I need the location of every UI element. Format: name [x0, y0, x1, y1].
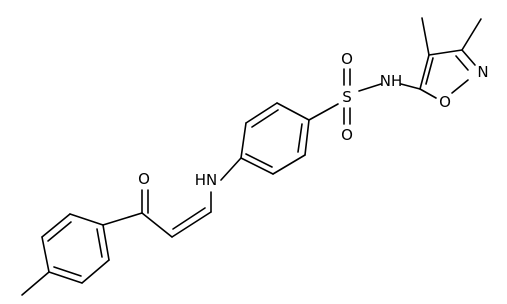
aromatic-inner-bond: [251, 109, 279, 128]
atom-sulfonyl-oxygen-top: O: [341, 50, 353, 68]
aromatic-inner-bond: [53, 266, 82, 277]
benzene-ring: [220, 102, 310, 181]
atom-sulfonamide-nh: NH: [380, 72, 403, 90]
aromatic-inner-bond: [245, 153, 273, 168]
sulfonamide-group: [308, 68, 421, 125]
bond: [220, 157, 242, 181]
bond: [428, 49, 463, 56]
bond: [102, 212, 143, 226]
bond: [240, 157, 274, 175]
isoxazole-ring: [419, 17, 482, 99]
bond: [419, 88, 437, 99]
bond: [400, 83, 421, 90]
bond: [69, 213, 104, 226]
bond: [308, 103, 339, 121]
bond: [276, 102, 310, 121]
alkene-bond: [172, 207, 206, 230]
aromatic-inner-bond: [96, 228, 103, 258]
ring-double-bond: [425, 57, 434, 85]
bond: [81, 259, 110, 284]
methyl-bond: [21, 271, 50, 296]
bond: [358, 83, 382, 92]
bond: [48, 271, 83, 284]
bond: [41, 213, 71, 238]
bond: [240, 122, 247, 159]
tolyl-ring: [21, 213, 110, 296]
aromatic-inner-bond: [47, 221, 72, 242]
bond: [419, 54, 430, 90]
aromatic-inner-bond: [297, 123, 303, 153]
atom-amine-nh: HN: [195, 171, 218, 189]
enone-chain: [102, 189, 212, 238]
bond: [272, 154, 306, 175]
bond: [451, 79, 469, 94]
bond: [461, 49, 476, 66]
methyl-bond: [461, 18, 482, 51]
atom-isoxazole-n: N: [477, 63, 488, 81]
alkene-bond: [171, 211, 212, 238]
ring-double-bond: [455, 55, 469, 71]
atom-sulfonyl-oxygen-bottom: O: [341, 126, 353, 144]
bond: [102, 224, 110, 261]
atom-sulfur: S: [342, 88, 352, 106]
bond: [41, 236, 50, 273]
bond: [141, 212, 173, 238]
bond: [245, 102, 278, 124]
atom-isoxazole-o: O: [439, 93, 451, 111]
atom-labels: S O O NH N O HN O: [138, 50, 489, 189]
bond: [304, 119, 310, 156]
atom-ketone-oxygen: O: [138, 170, 150, 188]
methyl-bond: [421, 17, 430, 56]
